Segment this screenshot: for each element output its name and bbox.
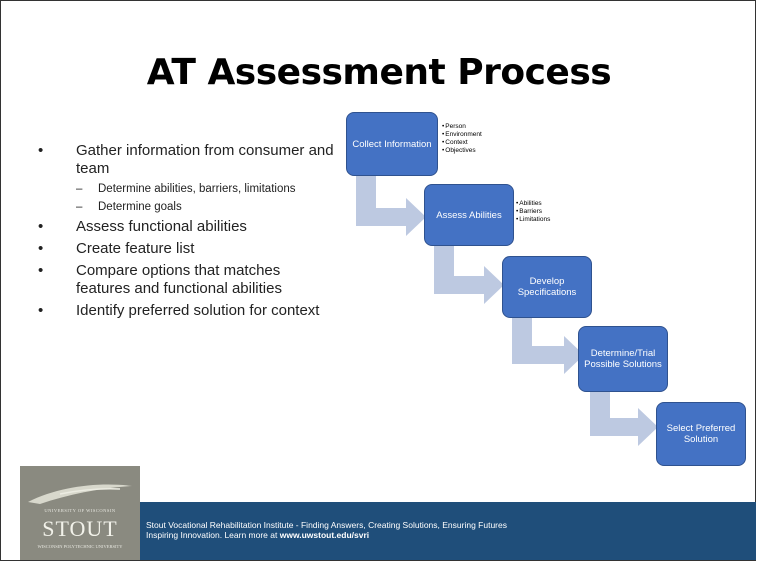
- step-label: Collect Information: [352, 138, 432, 150]
- step-box-develop-specifications: Develop Specifications: [502, 256, 592, 318]
- sub-bullet-item: – Determine abilities, barriers, limitati…: [36, 182, 336, 196]
- step-box-determine-trial: Determine/Trial Possible Solutions: [578, 326, 668, 392]
- bullet-glyph: •: [38, 240, 44, 257]
- footer-line-1: Stout Vocational Rehabilitation Institut…: [146, 520, 507, 530]
- step-box-collect-information: Collect Information: [346, 112, 438, 176]
- bullet-glyph: •: [38, 262, 44, 279]
- detail-item: Abilities: [516, 200, 550, 208]
- footer-link[interactable]: www.uwstout.edu/svri: [279, 530, 370, 540]
- footer-bar: Stout Vocational Rehabilitation Institut…: [20, 502, 756, 560]
- step-details-assess: Abilities Barriers Limitations: [516, 200, 550, 224]
- footer-line-2-prefix: Inspiring Innovation. Learn more at: [146, 530, 280, 540]
- step-box-assess-abilities: Assess Abilities: [424, 184, 514, 246]
- footer-line-2: Inspiring Innovation. Learn more at www.…: [146, 530, 507, 540]
- sub-bullet-item: – Determine goals: [36, 200, 336, 214]
- sub-bullet-text: Determine abilities, barriers, limitatio…: [98, 183, 296, 195]
- detail-item: Objectives: [442, 147, 482, 155]
- step-label: Develop Specifications: [517, 276, 577, 298]
- step-details-collect: Person Environment Context Objectives: [442, 123, 482, 155]
- bullet-text: Compare options that matches features an…: [76, 262, 282, 297]
- detail-item: Context: [442, 139, 482, 147]
- bullet-list: • Gather information from consumer and te…: [36, 142, 336, 324]
- detail-item: Barriers: [516, 208, 550, 216]
- stout-logo: UNIVERSITY OF WISCONSIN STOUT WISCONSIN …: [20, 466, 140, 560]
- bullet-text: Assess functional abilities: [76, 218, 247, 235]
- footer-text: Stout Vocational Rehabilitation Institut…: [146, 520, 507, 540]
- swoosh-icon: [28, 484, 132, 504]
- bullet-item: • Assess functional abilities: [36, 218, 336, 236]
- bullet-text: Identify preferred solution for context: [76, 302, 320, 319]
- bullet-text: Create feature list: [76, 240, 195, 257]
- bullet-text: Gather information from consumer and tea…: [76, 142, 334, 177]
- bent-arrow-icon: [512, 314, 584, 374]
- bent-arrow-icon: [356, 176, 426, 236]
- slide-title: AT Assessment Process: [146, 52, 612, 93]
- bullet-item: • Identify preferred solution for context: [36, 302, 336, 320]
- bullet-item: • Create feature list: [36, 240, 336, 258]
- bullet-item: • Gather information from consumer and te…: [36, 142, 336, 178]
- dash-glyph: –: [76, 183, 83, 195]
- bullet-item: • Compare options that matches features a…: [36, 262, 336, 298]
- logo-bottom-text: WISCONSIN POLYTECHNIC UNIVERSITY: [37, 544, 123, 549]
- logo-main-text: STOUT: [42, 516, 118, 541]
- bullet-glyph: •: [38, 142, 44, 159]
- detail-item: Environment: [442, 131, 482, 139]
- bullet-glyph: •: [38, 218, 44, 235]
- logo-top-text: UNIVERSITY OF WISCONSIN: [44, 508, 116, 513]
- bullet-glyph: •: [38, 302, 44, 319]
- step-box-select-preferred: Select Preferred Solution: [656, 402, 746, 466]
- step-label: Select Preferred Solution: [666, 423, 736, 445]
- sub-bullet-text: Determine goals: [98, 201, 182, 213]
- bent-arrow-icon: [590, 386, 658, 446]
- detail-item: Person: [442, 123, 482, 131]
- step-label: Determine/Trial Possible Solutions: [584, 348, 662, 370]
- detail-item: Limitations: [516, 216, 550, 224]
- step-label: Assess Abilities: [436, 209, 502, 221]
- dash-glyph: –: [76, 201, 83, 213]
- bent-arrow-icon: [434, 246, 504, 304]
